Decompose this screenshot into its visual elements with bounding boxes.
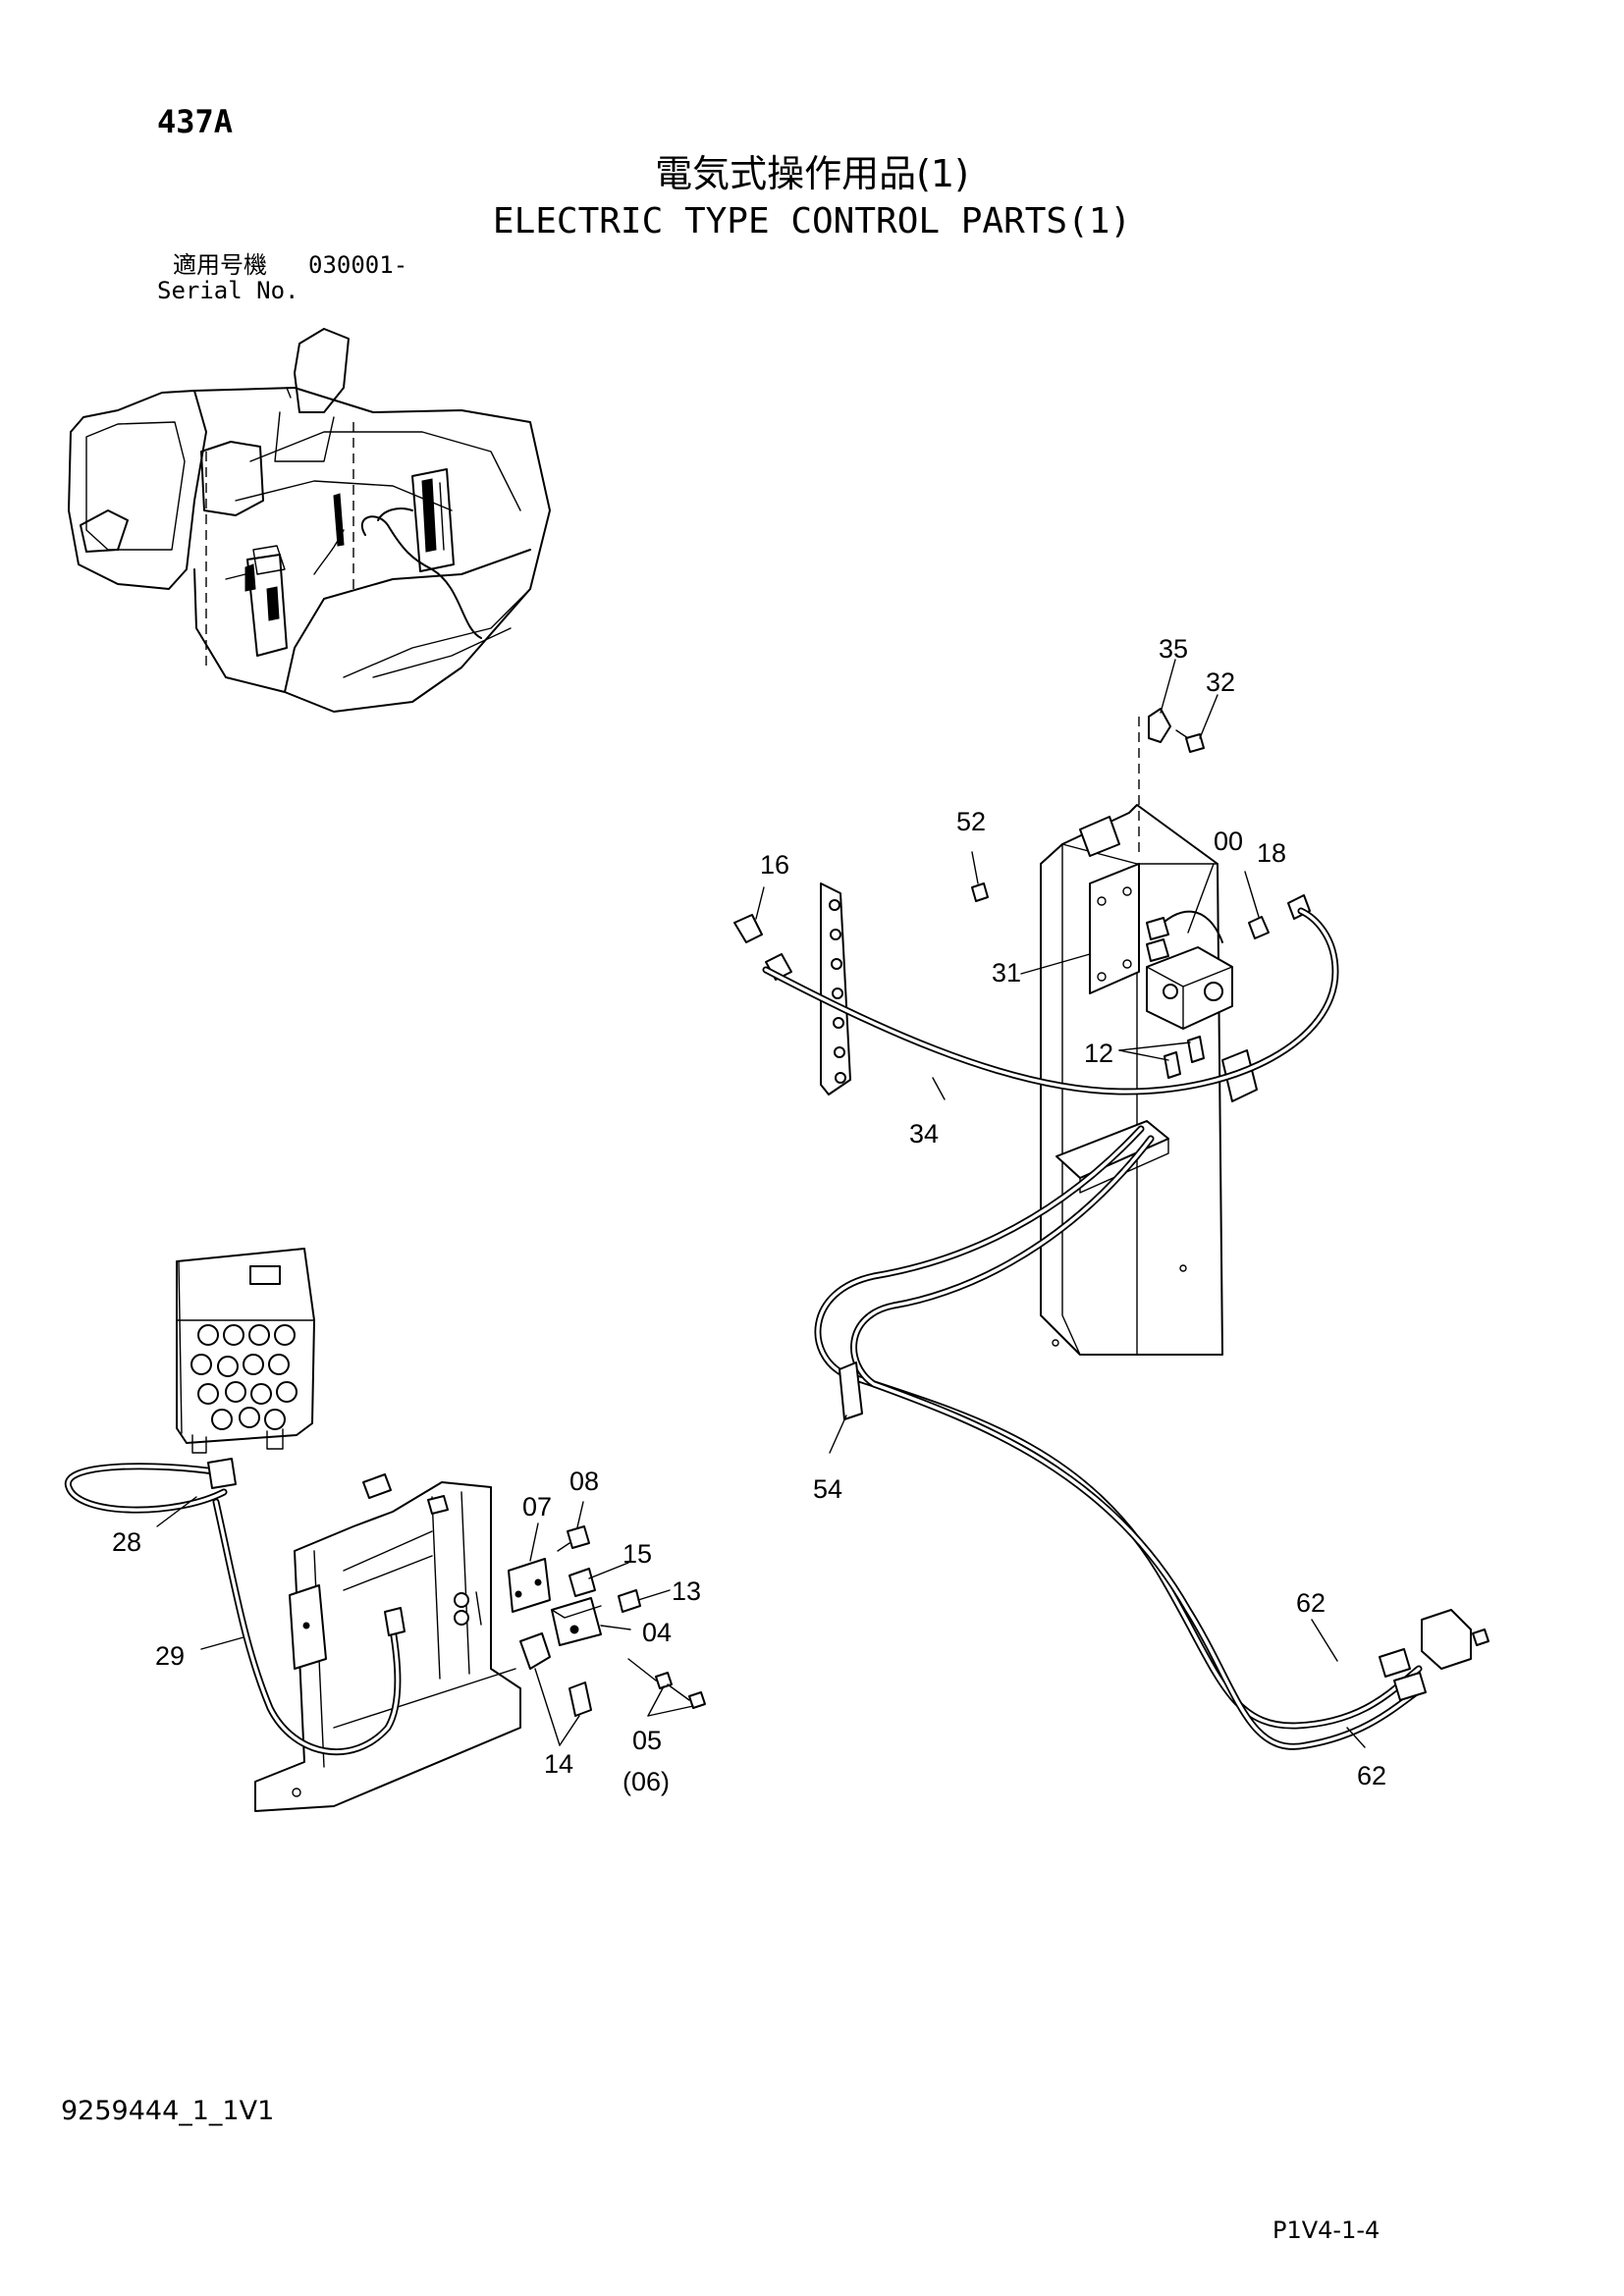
callout-62-lower: 62 bbox=[1357, 1761, 1386, 1790]
callout-32: 32 bbox=[1206, 667, 1235, 697]
page-title-japanese: 電気式操作用品(1) bbox=[655, 152, 969, 195]
callout-06: (06) bbox=[623, 1767, 670, 1796]
machine-overview-illustration bbox=[68, 328, 551, 713]
callout-16: 16 bbox=[760, 850, 789, 880]
serial-label-english: Serial No. bbox=[157, 277, 299, 304]
callout-13: 13 bbox=[672, 1576, 701, 1606]
figure-code: 437A bbox=[157, 103, 234, 140]
serial-number-value: 030001- bbox=[308, 251, 408, 279]
callout-leaders bbox=[156, 659, 1366, 1748]
callout-12: 12 bbox=[1084, 1039, 1113, 1068]
pilot-valve-stand-assembly bbox=[65, 1248, 706, 1812]
callout-34: 34 bbox=[909, 1119, 939, 1148]
callout-14: 14 bbox=[544, 1749, 573, 1779]
document-id: 9259444_1_1V1 bbox=[61, 2096, 275, 2126]
hose-62 bbox=[814, 1125, 1489, 1750]
callout-28: 28 bbox=[112, 1527, 141, 1557]
callout-52: 52 bbox=[956, 807, 986, 836]
callout-labels: 35 32 52 00 18 16 31 12 34 54 62 62 08 0… bbox=[112, 634, 1386, 1796]
callout-15: 15 bbox=[623, 1539, 652, 1569]
solenoid-bracket-assembly bbox=[733, 708, 1311, 1356]
callout-05: 05 bbox=[632, 1726, 662, 1755]
callout-07: 07 bbox=[522, 1492, 552, 1522]
callout-08: 08 bbox=[569, 1467, 599, 1496]
callout-29: 29 bbox=[155, 1641, 185, 1671]
callout-35: 35 bbox=[1159, 634, 1188, 664]
callout-00: 00 bbox=[1214, 827, 1243, 856]
callout-31: 31 bbox=[992, 958, 1021, 988]
hose-34 bbox=[762, 907, 1339, 1095]
serial-label-japanese: 適用号機 bbox=[173, 251, 267, 279]
callout-54: 54 bbox=[813, 1474, 842, 1504]
page-title-english: ELECTRIC TYPE CONTROL PARTS(1) bbox=[492, 201, 1132, 241]
page-code: P1V4-1-4 bbox=[1272, 2216, 1380, 2244]
callout-04: 04 bbox=[642, 1618, 672, 1647]
callout-62-upper: 62 bbox=[1296, 1588, 1326, 1618]
callout-18: 18 bbox=[1257, 838, 1286, 868]
